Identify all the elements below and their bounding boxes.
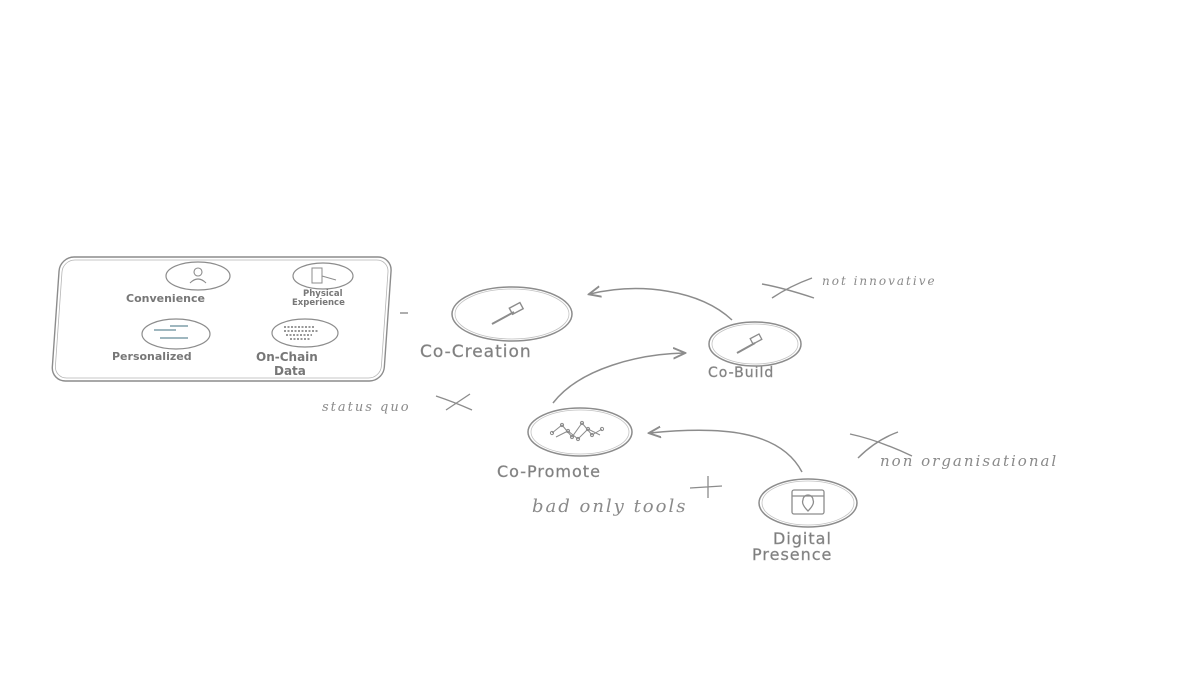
co-promote-label: Co-Promote: [497, 462, 601, 481]
co-build-label: Co-Build: [708, 365, 775, 381]
co-creation-node: [451, 286, 573, 342]
cross-mark: [849, 431, 913, 459]
digital-presence-label-line1: Digital: [773, 529, 832, 548]
physical-experience-label-line1: Physical: [303, 289, 343, 299]
co-build-node: [708, 321, 802, 367]
physical-experience-label-line2: Experience: [292, 298, 345, 308]
co-creation-label: Co-Creation: [420, 342, 532, 362]
digital-presence-label-line2: Presence: [752, 545, 833, 564]
hammer-icon: [736, 333, 763, 354]
on-chain-data-label-line2: Data: [274, 364, 306, 378]
cross-mark: [761, 277, 815, 299]
network-icon: [549, 420, 605, 442]
benefits-card: [51, 256, 408, 382]
smartphone-icon: [292, 262, 354, 290]
book-icon: [141, 318, 211, 350]
user-icon: [165, 261, 231, 291]
arrow-co-promote-to-co-build: [552, 353, 684, 404]
on-chain-data-label-line1: On-Chain: [256, 350, 318, 364]
note-not-innovative: not innovative: [822, 274, 937, 288]
digital-presence-node: [758, 478, 858, 528]
personalized-label: Personalized: [112, 350, 192, 363]
convenience-label: Convenience: [126, 292, 205, 305]
arrow-co-build-to-co-creation: [590, 289, 733, 321]
cross-mark: [435, 393, 473, 411]
arrow-digital-presence-to-co-promote: [650, 430, 803, 473]
note-non-organisational: non organisational: [880, 452, 1059, 470]
cross-mark: [689, 476, 723, 498]
hammer-icon: [491, 301, 525, 325]
note-status-quo: status quo: [322, 400, 411, 415]
location-pin-icon: [791, 489, 825, 515]
qr-data-icon: [271, 318, 339, 348]
note-bad-only-tools: bad only tools: [532, 496, 688, 517]
co-promote-node: [527, 407, 633, 457]
